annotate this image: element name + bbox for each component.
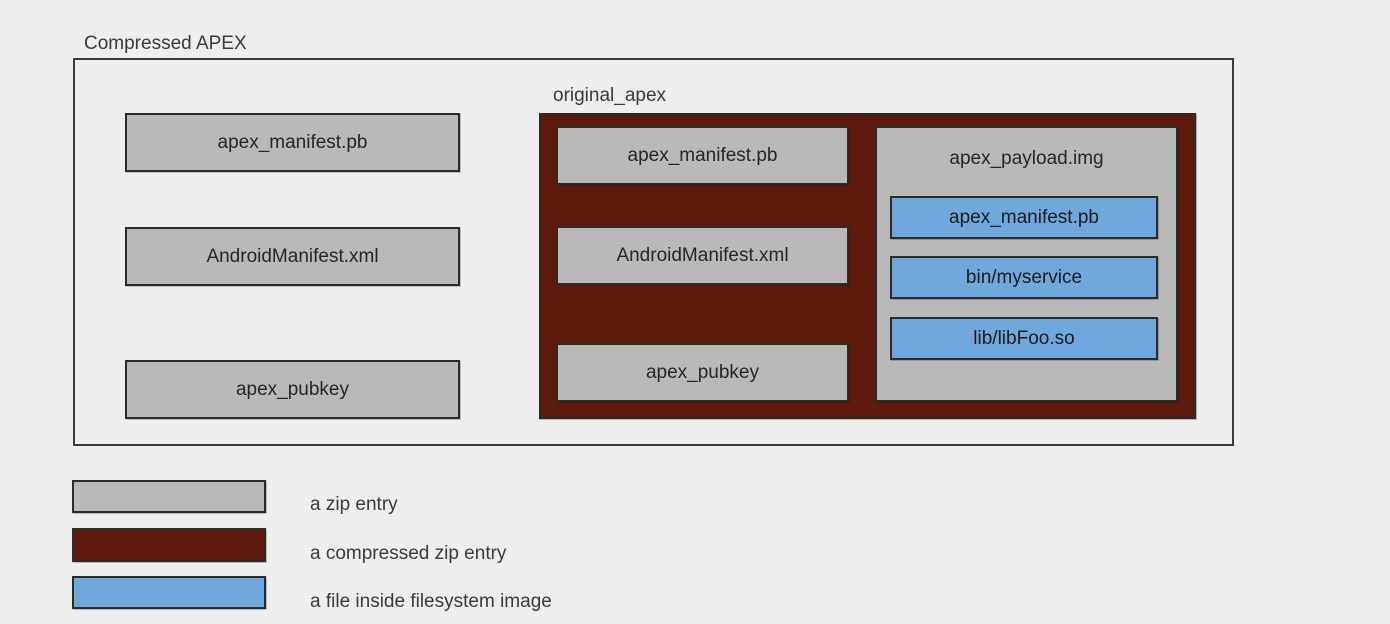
inner-group-label: original_apex [553, 85, 667, 106]
zip-entry-apex-pubkey-inner: apex_pubkey [556, 343, 849, 402]
fs-entry-lib-libfoo: lib/libFoo.so [890, 317, 1158, 360]
fs-entry-label: bin/myservice [965, 266, 1083, 288]
zip-entry-label: apex_pubkey [645, 361, 760, 383]
apex-payload-img-label: apex_payload.img [949, 148, 1104, 169]
zip-entry-label: apex_manifest.pb [217, 131, 368, 153]
zip-entry-android-manifest-inner: AndroidManifest.xml [556, 226, 849, 285]
zip-entry-label: AndroidManifest.xml [206, 245, 379, 267]
zip-entry-android-manifest-outer: AndroidManifest.xml [125, 227, 460, 286]
fs-entry-label: lib/libFoo.so [973, 327, 1075, 349]
legend-label-zip-entry: a zip entry [310, 494, 398, 515]
fs-entry-label: apex_manifest.pb [949, 206, 1099, 228]
legend-label-compressed-zip-entry: a compressed zip entry [310, 543, 507, 564]
zip-entry-apex-manifest-inner: apex_manifest.pb [556, 126, 849, 185]
legend-swatch-filesystem-file [72, 576, 266, 609]
zip-entry-label: AndroidManifest.xml [616, 244, 789, 266]
zip-entry-label: apex_manifest.pb [627, 144, 778, 166]
zip-entry-apex-pubkey-outer: apex_pubkey [125, 360, 460, 419]
fs-entry-bin-myservice: bin/myservice [890, 256, 1158, 299]
legend-label-filesystem-file: a file inside filesystem image [310, 591, 552, 612]
zip-entry-label: apex_pubkey [235, 378, 350, 400]
outer-group-label: Compressed APEX [84, 33, 247, 54]
fs-entry-apex-manifest: apex_manifest.pb [890, 196, 1158, 239]
apex-payload-img-container: apex_payload.img apex_manifest.pb bin/my… [875, 126, 1178, 402]
legend-swatch-compressed-zip-entry [72, 528, 266, 562]
zip-entry-apex-manifest-outer: apex_manifest.pb [125, 113, 460, 172]
legend-swatch-zip-entry [72, 480, 266, 513]
